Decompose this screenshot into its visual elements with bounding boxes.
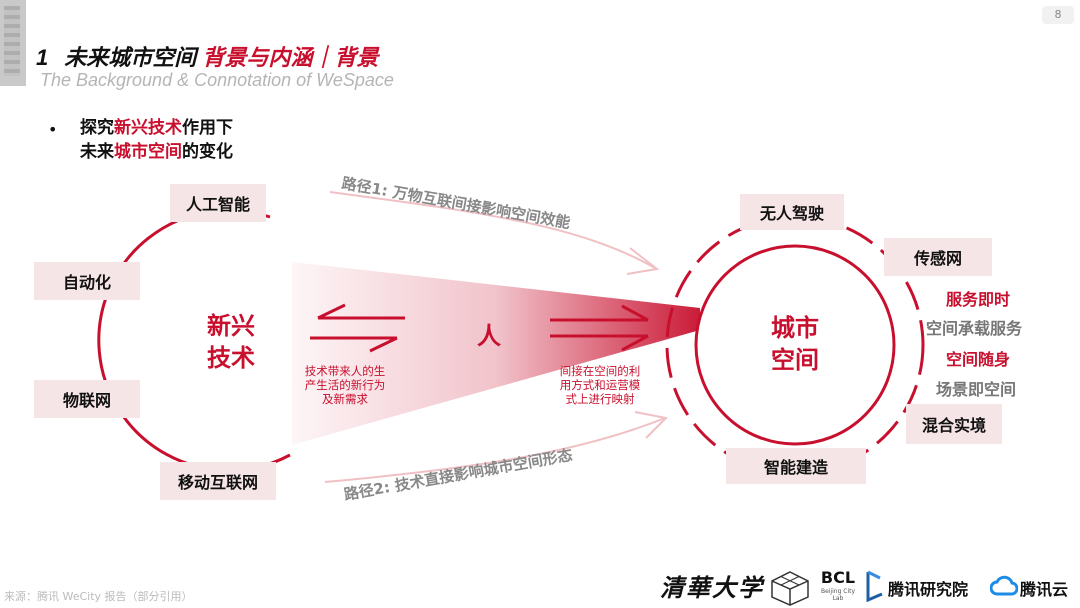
tsinghua-logo: 清華大学	[660, 568, 764, 603]
city-space-label-line2: 空间	[745, 344, 845, 376]
technology-label-line1: 新兴	[190, 310, 272, 342]
right-caption: 间接在空间的利 用方式和运营模 式上进行映射	[546, 364, 654, 406]
path2-arrowhead	[635, 412, 666, 438]
bcl-logo: BCL Beijing City Lab	[816, 568, 860, 602]
feature-scene-as-space: 场景即空间	[936, 376, 1016, 400]
node-smart-construction: 智能建造	[726, 448, 866, 484]
technology-label-line2: 技术	[190, 342, 272, 374]
node-mobile-internet: 移动互联网	[160, 462, 276, 500]
feature-instant-service: 服务即时	[946, 286, 1010, 310]
left-caption: 技术带来人的生 产生活的新行为 及新需求	[292, 364, 398, 406]
tencent-cloud-logo-text: 腾讯云	[1020, 576, 1068, 600]
left-caption-line1: 技术带来人的生	[292, 364, 398, 378]
tencent-cloud-icon	[990, 574, 1018, 598]
node-ai: 人工智能	[170, 184, 266, 222]
right-caption-line2: 用方式和运营模	[546, 378, 654, 392]
influence-beam	[292, 262, 700, 445]
feature-space-on-the-go: 空间随身	[946, 346, 1010, 370]
node-mixed-reality: 混合实境	[906, 404, 1002, 444]
node-autonomous-driving: 无人驾驶	[740, 194, 844, 230]
city-space-label: 城市 空间	[745, 312, 845, 376]
tencent-research-icon	[862, 570, 886, 602]
right-caption-line3: 式上进行映射	[546, 392, 654, 406]
source-note: 来源：腾讯 WeCity 报告（部分引用）	[4, 588, 193, 604]
bcl-logo-subtext: Beijing City Lab	[816, 588, 860, 602]
tencent-research-logo-text: 腾讯研究院	[888, 576, 968, 600]
node-automation: 自动化	[34, 262, 140, 300]
right-caption-line1: 间接在空间的利	[546, 364, 654, 378]
city-space-label-line1: 城市	[745, 312, 845, 344]
technology-label: 新兴 技术	[190, 310, 272, 374]
left-caption-line2: 产生活的新行为	[292, 378, 398, 392]
feature-space-carries-service: 空间承载服务	[926, 315, 1022, 339]
node-sensor-network: 传感网	[884, 238, 992, 276]
people-label: 人	[464, 320, 514, 352]
node-iot: 物联网	[34, 380, 140, 418]
left-caption-line3: 及新需求	[292, 392, 398, 406]
cube-logo-icon	[770, 570, 810, 606]
bcl-logo-text: BCL	[816, 568, 860, 587]
